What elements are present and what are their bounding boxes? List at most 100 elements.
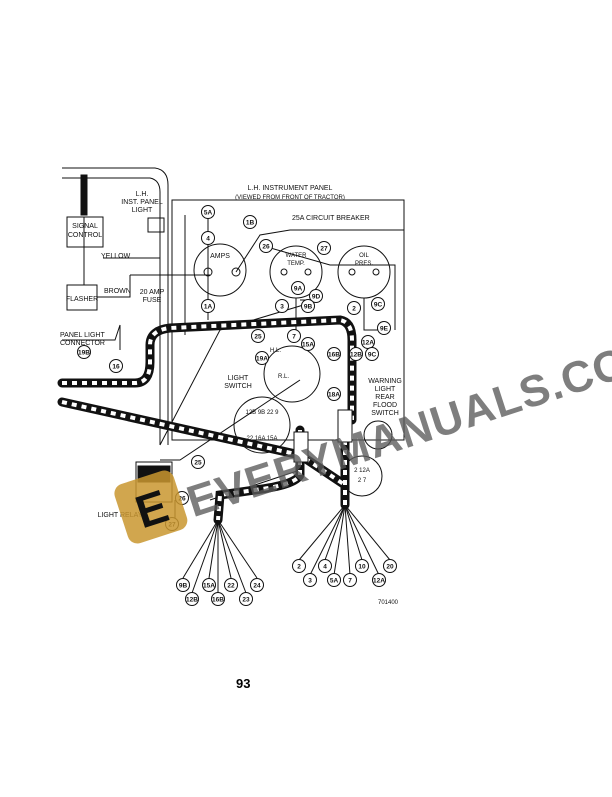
wire-tag-19a: 19A (255, 351, 269, 365)
wire-tag-1a: 1A (201, 299, 215, 313)
warning-light-label-line-0: WARNING (368, 378, 402, 385)
amps-label: AMPS (210, 253, 230, 260)
wire-tag-4-text: 4 (206, 235, 210, 242)
wire-tag-15a: 15A (301, 337, 315, 351)
wire-tag-9b-text: 9B (304, 303, 313, 310)
water-terminal (280, 268, 288, 276)
page-number: 93 (236, 676, 251, 691)
yellow-label: YELLOW (101, 253, 131, 260)
wire-tag-27: 27 (165, 517, 179, 531)
wire-tag-1a-text: 1A (204, 303, 213, 310)
figure-number: 701400 (378, 600, 399, 606)
harness-right-tag-20-text: 20 (386, 563, 394, 570)
warning-light-label-line-3: FLOOD (373, 402, 397, 409)
harness-left-tag-23: 23 (239, 592, 253, 606)
wire-tag-18a: 18A (327, 387, 341, 401)
wire-tag-9e: 9E (377, 321, 391, 335)
wire-tag-19b-text: 19B (78, 349, 90, 356)
harness-right-tag-3: 3 (303, 573, 317, 587)
wire-tag-16b-text: 16B (328, 351, 340, 358)
oil-pres-label-line-0: OIL (359, 253, 369, 259)
wire-tag-3-text: 3 (280, 303, 284, 310)
harness-left-tag-9b: 9B (176, 578, 190, 592)
rear-flood-switch (363, 420, 393, 450)
harness-left-tag-24-text: 24 (253, 582, 261, 589)
panel-outline-inner (62, 177, 161, 445)
main-harness (57, 315, 357, 425)
wire-tag-9c: 9C (371, 297, 385, 311)
inst-panel-light (147, 217, 165, 233)
wire-tag-25: 25 (251, 329, 265, 343)
water-temp-label-line-0: WATER (286, 253, 308, 259)
harness-right-tag-5a-text: 5A (330, 577, 339, 584)
flasher-label: FLASHER (66, 296, 98, 303)
harness-left-tag-22-text: 22 (227, 582, 235, 589)
instrument-panel-frame (171, 199, 405, 441)
harness-right-tag-3-text: 3 (308, 577, 312, 584)
signal-control-label-line-1: CONTROL (68, 232, 102, 239)
rl-label: R.L. (278, 374, 289, 380)
wire-tag-12a-text: 12A (362, 339, 374, 346)
brown-label: BROWN (104, 288, 131, 295)
wire-tag-16: 16 (109, 359, 123, 373)
panel-outline (62, 167, 169, 445)
wire-tag-18a-text: 18A (328, 391, 340, 398)
lh-panel-light-label-line-2: LIGHT (132, 207, 153, 214)
harness-left-tag-9b-text: 9B (179, 582, 188, 589)
water-temp-label-line-1: TEMP. (287, 261, 305, 267)
wire-tag-26: 26 (175, 491, 189, 505)
harness-left-tag-16b-text: 16B (212, 596, 224, 603)
wire-tag-15a-text: 15A (302, 341, 314, 348)
oil-terminal-2 (372, 268, 380, 276)
wire-tag-5a-text: 5A (204, 209, 213, 216)
water-terminal-2 (304, 268, 312, 276)
harness-right-tag-20: 20 (383, 559, 397, 573)
warning-light-label-line-1: LIGHT (375, 386, 396, 393)
wire-tag-27-text: 27 (320, 245, 328, 252)
wire-tag-9b: 9B (301, 299, 315, 313)
hl-label: H.L. (270, 348, 281, 354)
harness-left-tag-12b-text: 12B (186, 596, 198, 603)
panel-light-connector-label-line-0: PANEL LIGHT (60, 332, 105, 339)
light-switch-label-line-1: SWITCH (224, 383, 252, 390)
harness-left-tag-24: 24 (250, 578, 264, 592)
light-switch-label-line-0: LIGHT (228, 375, 249, 382)
wire-tag-4: 4 (201, 231, 215, 245)
harness-right-tag-2: 2 (292, 559, 306, 573)
wire-tag-19b: 19B (77, 345, 91, 359)
wire-tag-12b: 12B (349, 347, 363, 361)
wire-tag-1b: 1B (243, 215, 257, 229)
fuse-label-line-1: FUSE (143, 297, 162, 304)
harness-right-tag-12a: 12A (372, 573, 386, 587)
wire-tag-9c-text: 9C (374, 301, 383, 308)
oil-pres-label-line-1: PRES. (355, 261, 373, 267)
lh-panel-light-label-line-1: INST. PANEL (121, 199, 163, 206)
wire-tag-27: 27 (317, 241, 331, 255)
wire-tag-25-text: 25 (194, 459, 202, 466)
wire-tag-7-text: 7 (292, 333, 296, 340)
warning-light-label-line-2: REAR (375, 394, 394, 401)
wire-tag-26-text: 26 (178, 495, 186, 502)
signal-lever (80, 174, 88, 216)
wire-tag-7: 7 (287, 329, 301, 343)
warning-light-label-line-4: SWITCH (371, 410, 399, 417)
wire-tag-19a-text: 19A (256, 355, 268, 362)
fuse-label-line-0: 20 AMP (140, 289, 165, 296)
wire-tag-5a: 5A (201, 205, 215, 219)
harness-right-tag-12a-text: 12A (373, 577, 385, 584)
signal-control-box (66, 216, 104, 248)
wire-tag-9c-text: 9C (368, 351, 377, 358)
wire-tag-9d-text: 9D (312, 293, 321, 300)
wire-tag-26-text: 26 (262, 243, 270, 250)
wire-tag-25-text: 25 (254, 333, 262, 340)
wire-tag-25: 25 (191, 455, 205, 469)
harness-right-tag-4-text: 4 (323, 563, 327, 570)
wire-tag-26: 26 (259, 239, 273, 253)
wire-tag-2: 2 (347, 301, 361, 315)
wire-tag-12a: 12A (361, 335, 375, 349)
wire-tag-16b: 16B (327, 347, 341, 361)
harness-right-tag-4: 4 (318, 559, 332, 573)
harness-right-tag-7-text: 7 (348, 577, 352, 584)
small-connector-label-line-1: 2 7 (358, 478, 367, 484)
